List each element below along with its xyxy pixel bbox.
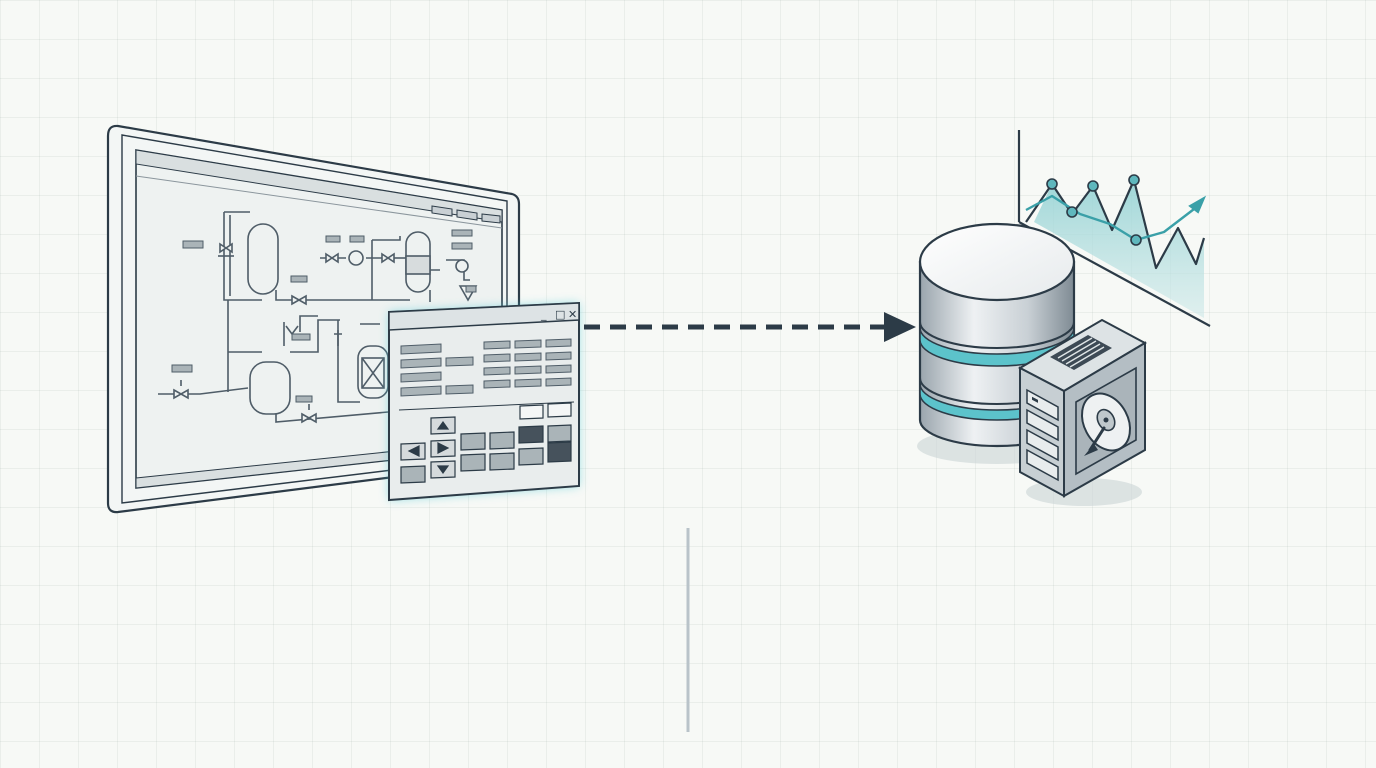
arrow-up-icon[interactable] bbox=[430, 416, 456, 435]
faceplate-keypad[interactable] bbox=[400, 402, 572, 484]
trend-chart-icon bbox=[1017, 130, 1211, 327]
process-schematic bbox=[158, 211, 478, 424]
arrow-down-icon[interactable] bbox=[430, 460, 456, 479]
arrow-left-icon[interactable] bbox=[400, 442, 426, 461]
minimize-icon[interactable]: _ bbox=[540, 308, 547, 321]
dashed-arrow-right-icon bbox=[584, 312, 916, 342]
close-icon[interactable]: ✕ bbox=[568, 308, 577, 321]
maximize-icon[interactable]: □ bbox=[555, 308, 565, 321]
arrow-right-icon[interactable] bbox=[430, 439, 456, 458]
faceplate-fields bbox=[398, 338, 575, 411]
hard-drive-icon bbox=[1075, 366, 1137, 476]
